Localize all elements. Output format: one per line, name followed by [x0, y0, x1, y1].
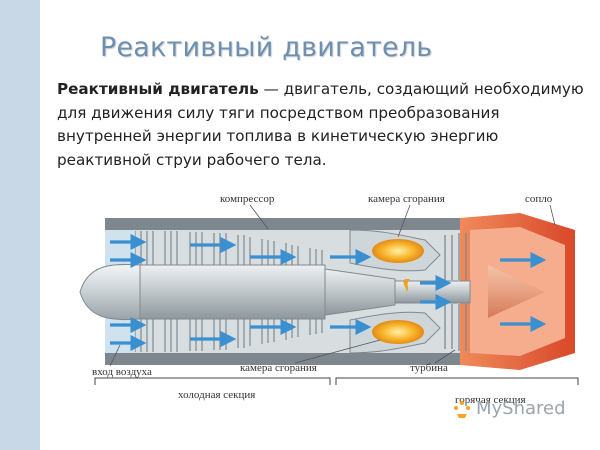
watermark-text: MyShared [476, 398, 566, 419]
definition-term: Реактивный двигатель [57, 80, 259, 98]
label-compressor: компрессор [220, 193, 275, 205]
turbine-flame-icon [403, 279, 410, 293]
watermark: MyShared [452, 398, 566, 419]
combustion-chamber-top [349, 229, 441, 272]
label-hot-section: горячая секция [455, 394, 526, 406]
slide-title: Реактивный двигатель [100, 32, 433, 63]
watermark-logo-icon [454, 400, 470, 418]
section-brackets [94, 377, 579, 385]
label-air-intake: вход воздуха [92, 366, 152, 378]
hot-section-nozzle [460, 213, 575, 370]
jet-engine-diagram: компрессор камера сгорания сопло вход во… [79, 193, 579, 406]
leader-lines [109, 204, 556, 367]
slide-side-bar [0, 0, 40, 450]
airflow-arrows [110, 234, 372, 351]
label-turbine: турбина [410, 362, 448, 374]
label-nozzle: сопло [525, 193, 553, 205]
definition-paragraph: Реактивный двигатель — двигатель, создаю… [57, 78, 587, 172]
definition-text: — двигатель, создающий необходимую для д… [57, 80, 584, 169]
label-combustion-bottom: камера сгорания [240, 362, 317, 374]
label-combustion-top: камера сгорания [368, 193, 445, 205]
exhaust-arrows [420, 252, 547, 332]
label-cold-section: холодная секция [178, 389, 255, 401]
engine-core [79, 263, 471, 321]
combustion-chamber-bottom [349, 311, 441, 354]
turbine-blades [444, 233, 467, 351]
